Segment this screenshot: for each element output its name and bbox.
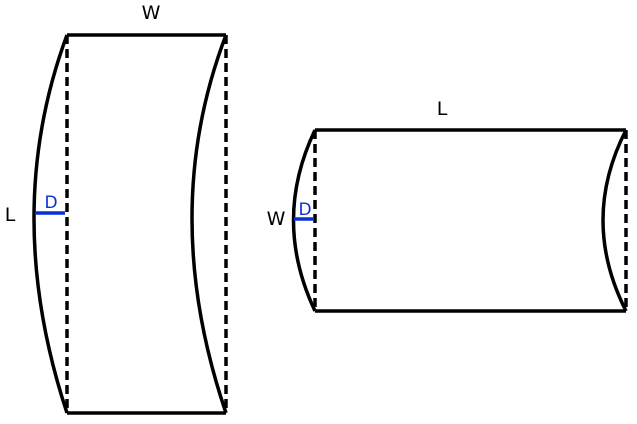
left-plate-right-bowed-edge: [190, 34, 228, 414]
left-plate-length-label: L: [5, 204, 16, 226]
right-plate-right-bowed-edge: [601, 129, 628, 312]
right-plate-width-label: W: [267, 208, 286, 230]
right-plate-length-label: L: [437, 98, 448, 120]
right-plate: L W D: [267, 98, 628, 313]
right-plate-deflection-label: D: [298, 200, 311, 220]
left-plate-deflection-label: D: [44, 193, 57, 213]
left-plate-left-bowed-edge: [32, 34, 69, 414]
left-plate: W L D: [5, 2, 228, 415]
right-plate-left-bowed-edge: [291, 129, 317, 312]
left-plate-width-label: W: [142, 2, 161, 24]
